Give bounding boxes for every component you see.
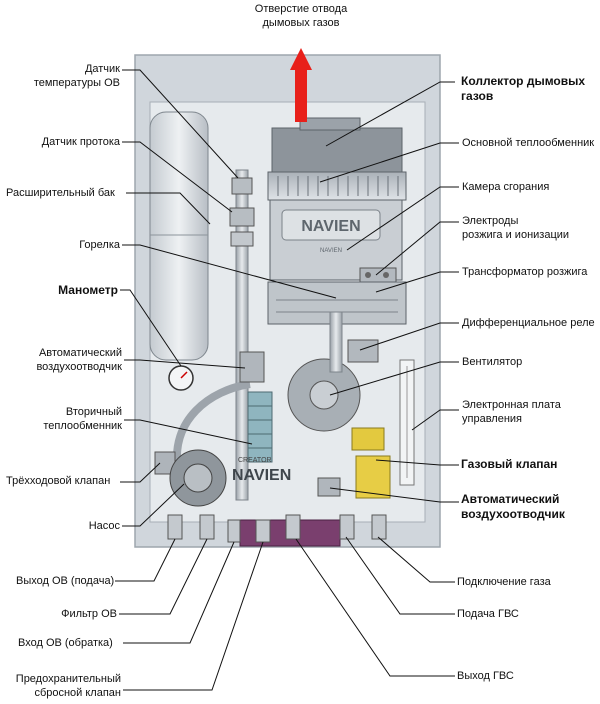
differential-pressure-relay: [347, 339, 379, 363]
label-main-hx: Основной теплообменник: [462, 137, 595, 149]
label-auto-air-vent-right: Автоматический воздухоотводчик: [461, 492, 565, 521]
label-burner: Горелка: [79, 239, 120, 251]
expansion-tank: [149, 111, 209, 361]
gas-valve: [351, 427, 391, 499]
temperature-sensor: [231, 177, 253, 195]
label-ignition-transformer: Трансформатор розжига: [462, 266, 588, 278]
navien-sub-logo: NAVIEN: [320, 248, 342, 254]
pump-brand: CREATOR: [238, 457, 272, 464]
label-expansion-tank: Расширительный бак: [6, 187, 115, 199]
label-three-way-valve: Трёхходовой клапан: [6, 475, 111, 487]
label-auto-air-vent-left: Автоматический воздухоотводчик: [36, 347, 122, 373]
ch-vertical-pipe: [235, 169, 249, 501]
label-pump: Насос: [88, 520, 120, 532]
ignition-electrodes: [359, 267, 397, 283]
label-ch-return: Вход ОВ (обратка): [18, 637, 113, 649]
label-temp-sensor: Датчик температуры ОВ: [33, 63, 120, 89]
label-dhw-supply: Подача ГВС: [457, 608, 519, 620]
leader-lines: [115, 69, 459, 691]
label-gas-valve: Газовый клапан: [461, 457, 558, 471]
label-ch-supply: Выход ОВ (подача): [16, 575, 115, 587]
auto-air-vent-right-body: [317, 477, 341, 497]
secondary-heat-exchanger: [247, 391, 273, 463]
label-flue-outlet: Отверстие отвода дымовых газов: [254, 3, 348, 29]
label-dhw-outlet: Выход ГВС: [457, 670, 514, 682]
manometer: [168, 365, 194, 391]
label-ch-filter: Фильтр ОВ: [61, 608, 117, 620]
label-gas-connection: Подключение газа: [457, 576, 551, 588]
label-control-board: Электронная плата управления: [462, 399, 561, 425]
label-flue-collector: Коллектор дымовых газов: [461, 74, 586, 103]
label-diff-pressure-relay: Дифференциальное реле: [462, 317, 595, 329]
burner-pipe: [329, 311, 343, 373]
label-safety-valve: Предохранительный сбросной клапан: [15, 673, 121, 699]
label-manometer: Манометр: [58, 283, 118, 297]
fan: [287, 358, 361, 432]
bottom-connections: [167, 514, 387, 543]
label-secondary-hx: Вторичный теплообменник: [43, 406, 122, 432]
combustion-chamber: NAVIEN NAVIEN: [269, 199, 403, 281]
flow-sensor-body: [230, 231, 254, 247]
flue-collector: [271, 117, 403, 175]
circulation-pipe: [172, 380, 251, 471]
label-flow-sensor: Датчик протока: [41, 136, 120, 148]
label-electrodes: Электроды розжига и ионизации: [462, 215, 570, 241]
label-combustion-chamber: Камера сгорания: [462, 181, 550, 193]
flue-arrow: [290, 48, 312, 122]
navien-logo-lower: NAVIEN: [232, 467, 291, 484]
label-fan: Вентилятор: [462, 356, 523, 368]
flow-sensor: [229, 207, 255, 227]
pump: [169, 449, 227, 507]
navien-logo: NAVIEN: [301, 218, 360, 235]
control-board: [399, 359, 415, 486]
auto-air-vent-left-body: [239, 351, 265, 383]
